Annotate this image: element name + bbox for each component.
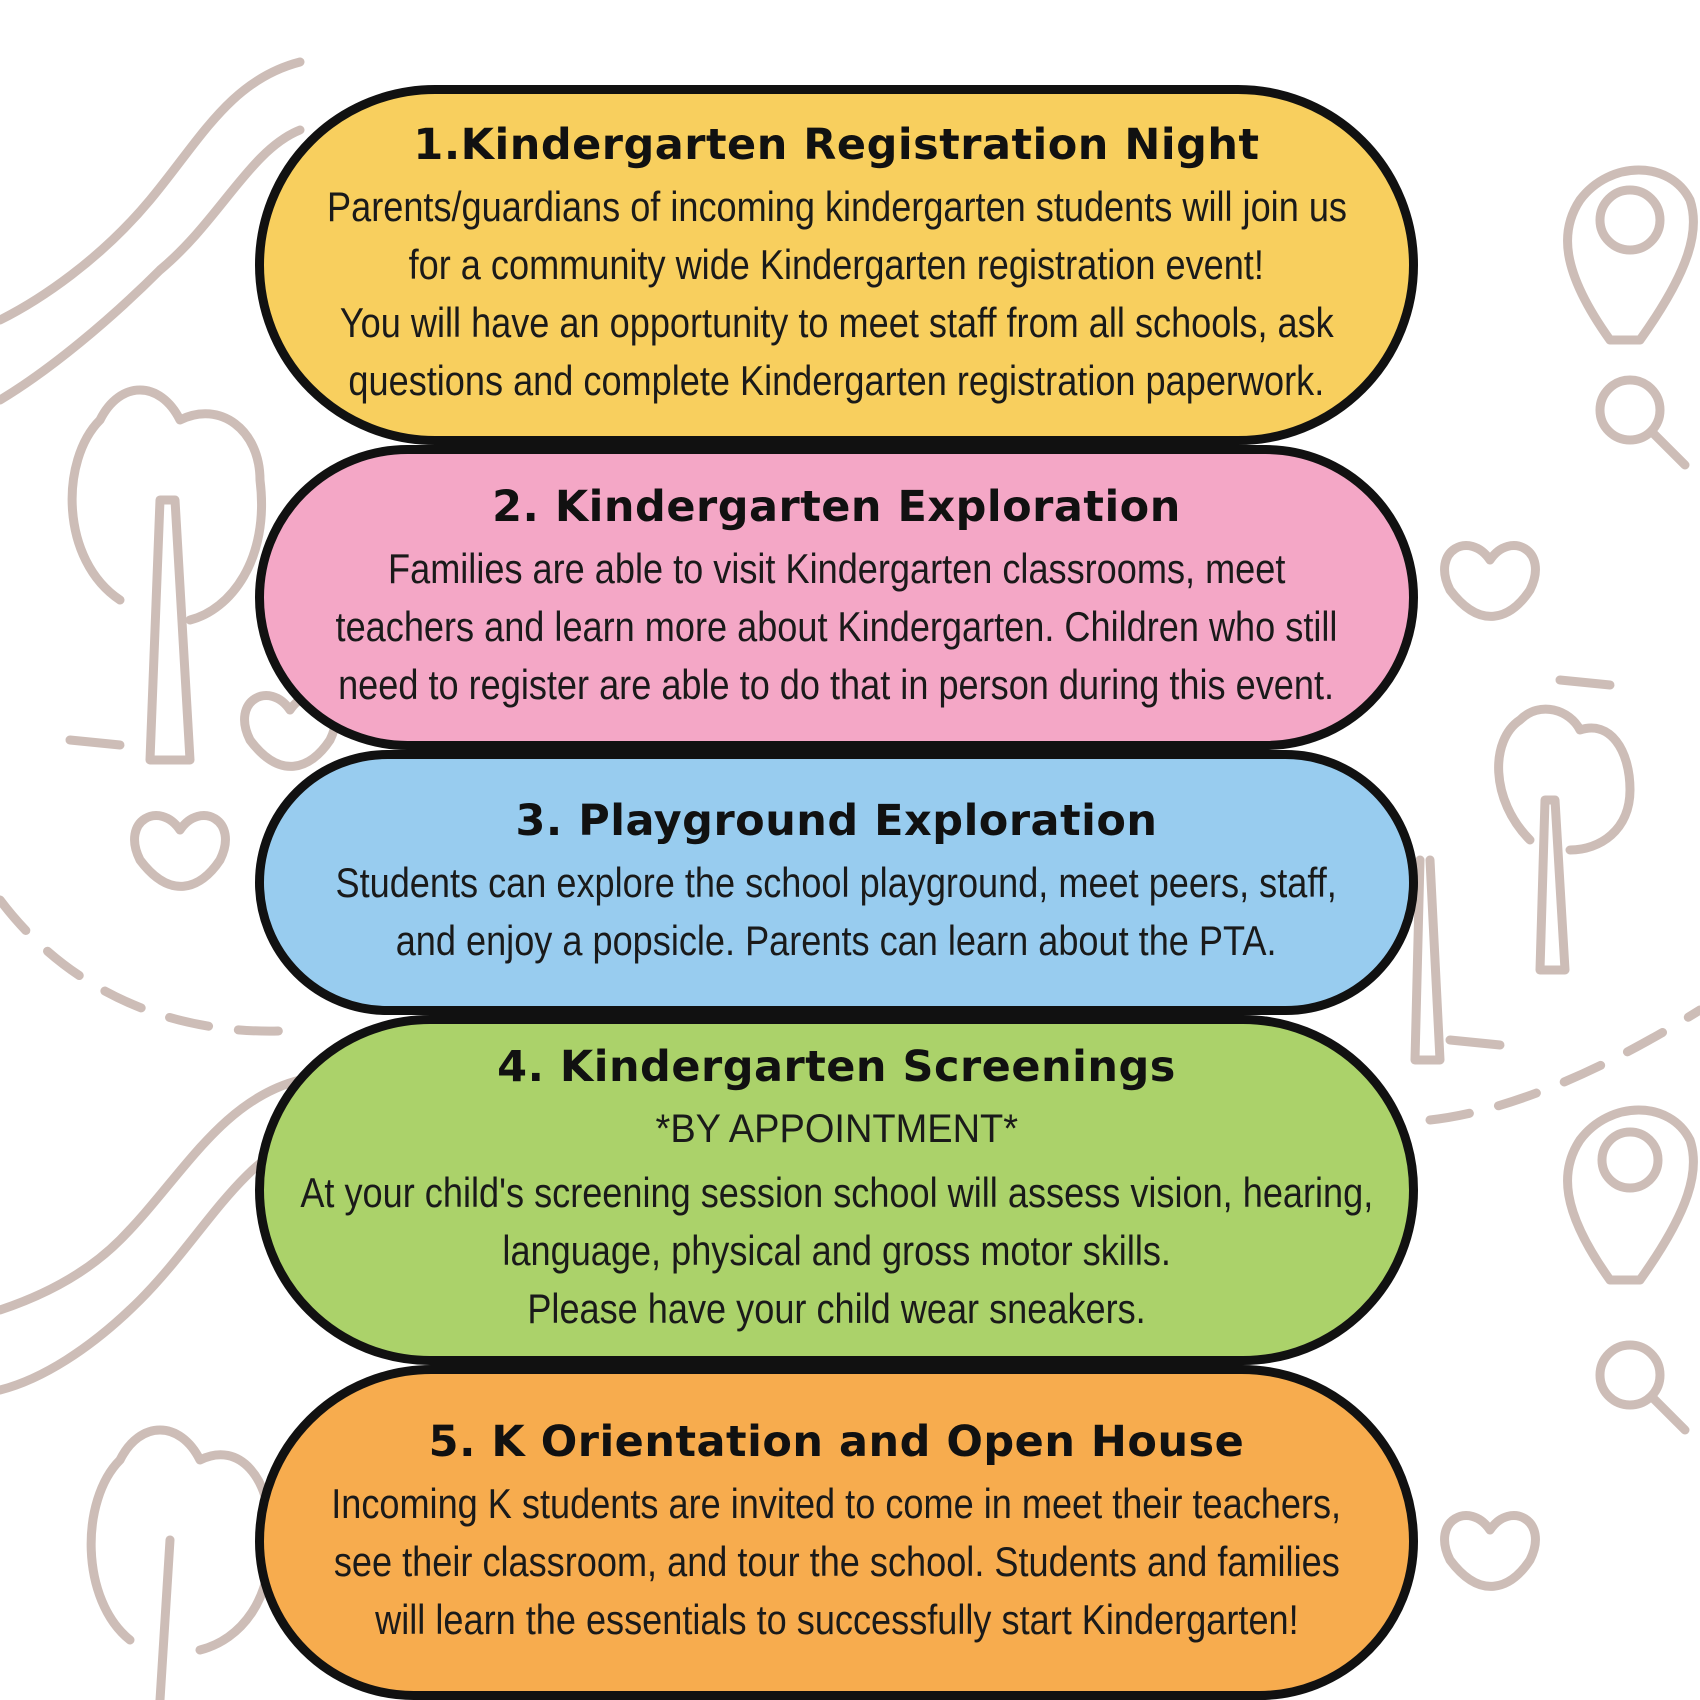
leaf-icon: [1440, 1511, 1540, 1591]
event-description-line: teachers and learn more about Kindergart…: [335, 602, 1338, 650]
event-description-line: Incoming K students are invited to come …: [331, 1479, 1342, 1527]
event-title: 1.Kindergarten Registration Night: [413, 120, 1260, 170]
event-description-line: Students can explore the school playgrou…: [335, 858, 1338, 906]
leaf-icon: [130, 811, 230, 891]
event-card-playground-exploration: 3. Playground Exploration Students can e…: [255, 750, 1418, 1015]
event-title: 3. Playground Exploration: [515, 795, 1158, 846]
event-card-orientation-open-house: 5. K Orientation and Open House Incoming…: [255, 1365, 1418, 1700]
road-doodle: [0, 1135, 305, 1395]
event-title: 4. Kindergarten Screenings: [497, 1042, 1176, 1092]
event-card-registration-night: 1.Kindergarten Registration Night Parent…: [255, 85, 1418, 445]
event-card-kindergarten-screenings: 4. Kindergarten Screenings *BY APPOINTME…: [255, 1015, 1418, 1365]
tree-trunk: [1535, 795, 1570, 975]
event-description-line: Parents/guardians of incoming kindergart…: [326, 183, 1347, 230]
event-description-line: will learn the essentials to successfull…: [374, 1595, 1299, 1643]
event-card-kindergarten-exploration: 2. Kindergarten Exploration Families are…: [255, 445, 1418, 750]
location-pin-icon: [1563, 1105, 1698, 1285]
road-doodle: [0, 57, 305, 325]
event-description-line: for a community wide Kindergarten regist…: [408, 241, 1265, 288]
event-description-line: language, physical and gross motor skill…: [502, 1227, 1171, 1274]
road-doodle: [0, 1075, 305, 1315]
event-description-line: At your child's screening session school…: [300, 1169, 1373, 1216]
tree-trunk: [1410, 855, 1445, 1065]
tree-icon: [1494, 704, 1635, 855]
event-description-line: and enjoy a popsicle. Parents can learn …: [396, 916, 1277, 964]
event-description-line: see their classroom, and tour the school…: [333, 1537, 1340, 1585]
pin-hole: [1597, 1127, 1663, 1193]
tree-icon: [86, 1425, 275, 1655]
event-title: 5. K Orientation and Open House: [428, 1416, 1245, 1467]
leaf-icon: [1440, 541, 1540, 621]
tree-icon: [67, 385, 266, 625]
tree-trunk: [145, 495, 195, 765]
appointment-note: *BY APPOINTMENT*: [655, 1107, 1018, 1151]
location-pin-icon: [1563, 165, 1698, 345]
tree-trunk: [155, 1535, 175, 1700]
event-description-line: You will have an opportunity to meet sta…: [339, 299, 1334, 346]
event-description-line: Families are able to visit Kindergarten …: [387, 544, 1286, 592]
event-description-line: questions and complete Kindergarten regi…: [348, 357, 1325, 404]
event-description-line: Please have your child wear sneakers.: [527, 1285, 1146, 1332]
magnifier-icon: [1595, 375, 1665, 445]
event-description-line: need to register are able to do that in …: [338, 660, 1335, 708]
road-doodle: [0, 125, 305, 405]
dashed-path: [1425, 1005, 1700, 1125]
dashed-path: [0, 895, 305, 1036]
magnifier-icon: [1595, 1340, 1665, 1410]
event-title: 2. Kindergarten Exploration: [492, 481, 1181, 532]
pin-hole: [1595, 185, 1665, 255]
